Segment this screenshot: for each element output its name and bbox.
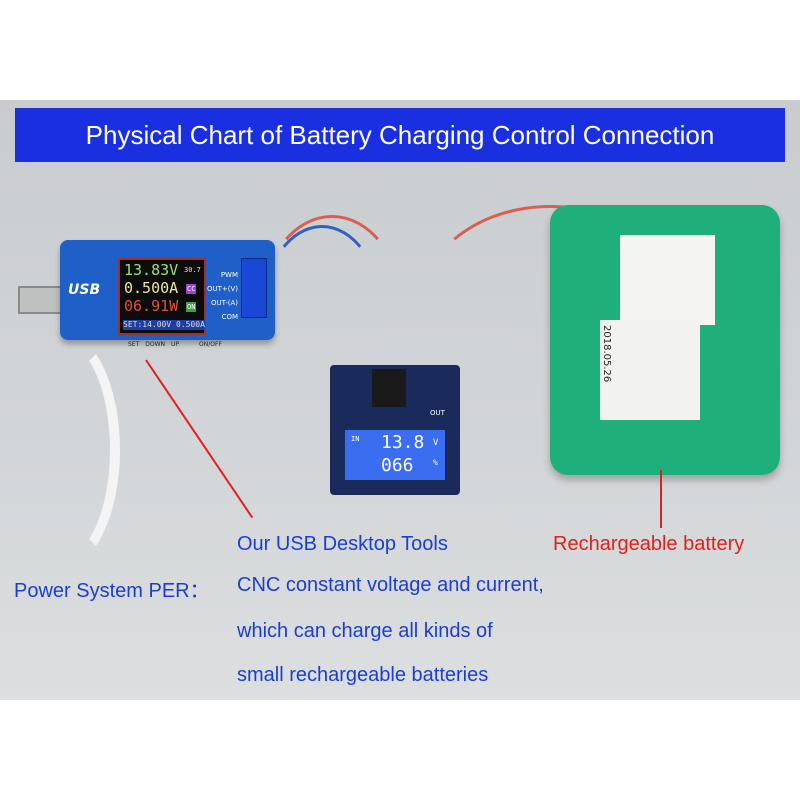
arrow-to-battery (660, 470, 662, 528)
module-display: IN 13.8 V 066 % (345, 430, 445, 480)
percent-unit: % (433, 458, 438, 467)
wire-blue (262, 225, 382, 395)
current-readout: 0.500A (124, 279, 179, 297)
terminal-pwm: PWM (220, 271, 238, 279)
onoff-button[interactable]: ON/OFF (199, 341, 222, 348)
setpoint-readout: SET:14.00V 0.500A (123, 320, 205, 330)
down-button[interactable]: DOWN (145, 341, 166, 348)
terminal-out-a: OUT-(A) (210, 299, 238, 307)
relay (372, 369, 406, 407)
terminal-labels: PWM OUT+(V) OUT-(A) COM (196, 268, 238, 324)
usb-cable (0, 330, 120, 570)
usb-logo: USB (68, 282, 101, 298)
caption-power-system: Power System PER： (14, 580, 210, 602)
in-label: IN (351, 435, 360, 443)
terminal-out-v: OUT+(V) (206, 285, 238, 293)
power-readout: 06.91W (124, 297, 179, 315)
button-labels: SET DOWN UP ON/OFF (128, 341, 222, 349)
battery-date: 2018.05.26 (601, 325, 612, 383)
battery-label (620, 235, 715, 325)
on-badge: ON (186, 302, 197, 312)
caption-battery: Rechargeable battery (553, 533, 745, 555)
caption-line-3: small rechargeable batteries (237, 664, 489, 686)
caption-line-1: CNC constant voltage and current, (237, 574, 544, 596)
out-label: OUT (430, 409, 445, 417)
wire-red (262, 215, 402, 395)
usb-plug (18, 286, 64, 314)
terminal-com: COM (221, 313, 238, 321)
battery-sticker (600, 320, 700, 420)
module-percent: 066 (381, 455, 414, 476)
set-button[interactable]: SET (128, 341, 140, 348)
caption-line-2: which can charge all kinds of (237, 620, 493, 642)
voltage-readout: 13.83V (124, 261, 179, 279)
wire-battery (420, 205, 680, 405)
cc-badge: CC (186, 284, 197, 294)
usb-tool-display: 13.83V 0.500A 06.91W 30.7 CC ON SET:14.0… (118, 258, 206, 335)
up-button[interactable]: UP (171, 341, 180, 348)
volt-unit: V (433, 438, 439, 448)
terminal-block (241, 258, 267, 318)
caption-usb-tool: Our USB Desktop Tools (237, 533, 448, 555)
temp-readout: 30.7 (184, 266, 201, 274)
module-voltage: 13.8 (381, 432, 425, 453)
banner-title: Physical Chart of Battery Charging Contr… (15, 108, 785, 162)
